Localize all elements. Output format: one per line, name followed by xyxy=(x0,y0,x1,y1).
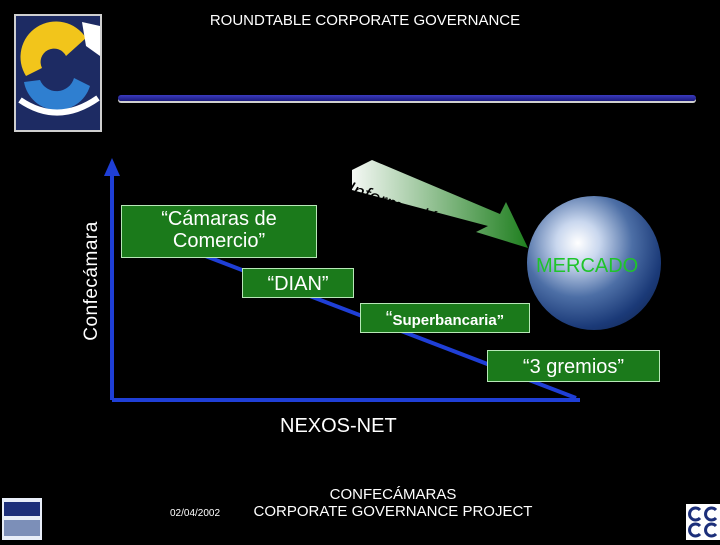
x-axis-label: NEXOS-NET xyxy=(280,415,397,437)
slide-title: ROUNDTABLE CORPORATE GOVERNANCE xyxy=(209,12,521,29)
dian-box: “DIAN” xyxy=(242,268,354,298)
gremios-box: “3 gremios” xyxy=(487,350,660,382)
mercado-label: MERCADO xyxy=(536,255,639,277)
footer-organization: CONFECÁMARAS CORPORATE GOVERNANCE PROJEC… xyxy=(238,486,548,520)
earth-globe-icon xyxy=(527,196,661,330)
footer-date: 02/04/2002 xyxy=(170,508,221,519)
camaras-line1: “Cámaras de xyxy=(161,208,277,230)
informacion-arrow xyxy=(352,160,528,248)
camaras-line2: Comercio” xyxy=(172,230,266,252)
superbancaria-label: Superbancaria” xyxy=(392,312,505,329)
title-divider xyxy=(118,95,696,101)
cipe-logo xyxy=(2,498,42,540)
ccc-logo xyxy=(686,504,720,540)
footer-org-line2: CORPORATE GOVERNANCE PROJECT xyxy=(253,503,533,520)
gobernabilidad-corporativa-logo xyxy=(14,14,102,132)
superbancaria-box: “Superbancaria” xyxy=(360,303,530,333)
superbancaria-open-quote: “ xyxy=(385,308,393,330)
footer-org-line1: CONFECÁMARAS xyxy=(329,486,457,503)
y-axis-arrowhead xyxy=(104,158,120,176)
camaras-de-comercio-box: “Cámaras de Comercio” xyxy=(121,205,317,258)
